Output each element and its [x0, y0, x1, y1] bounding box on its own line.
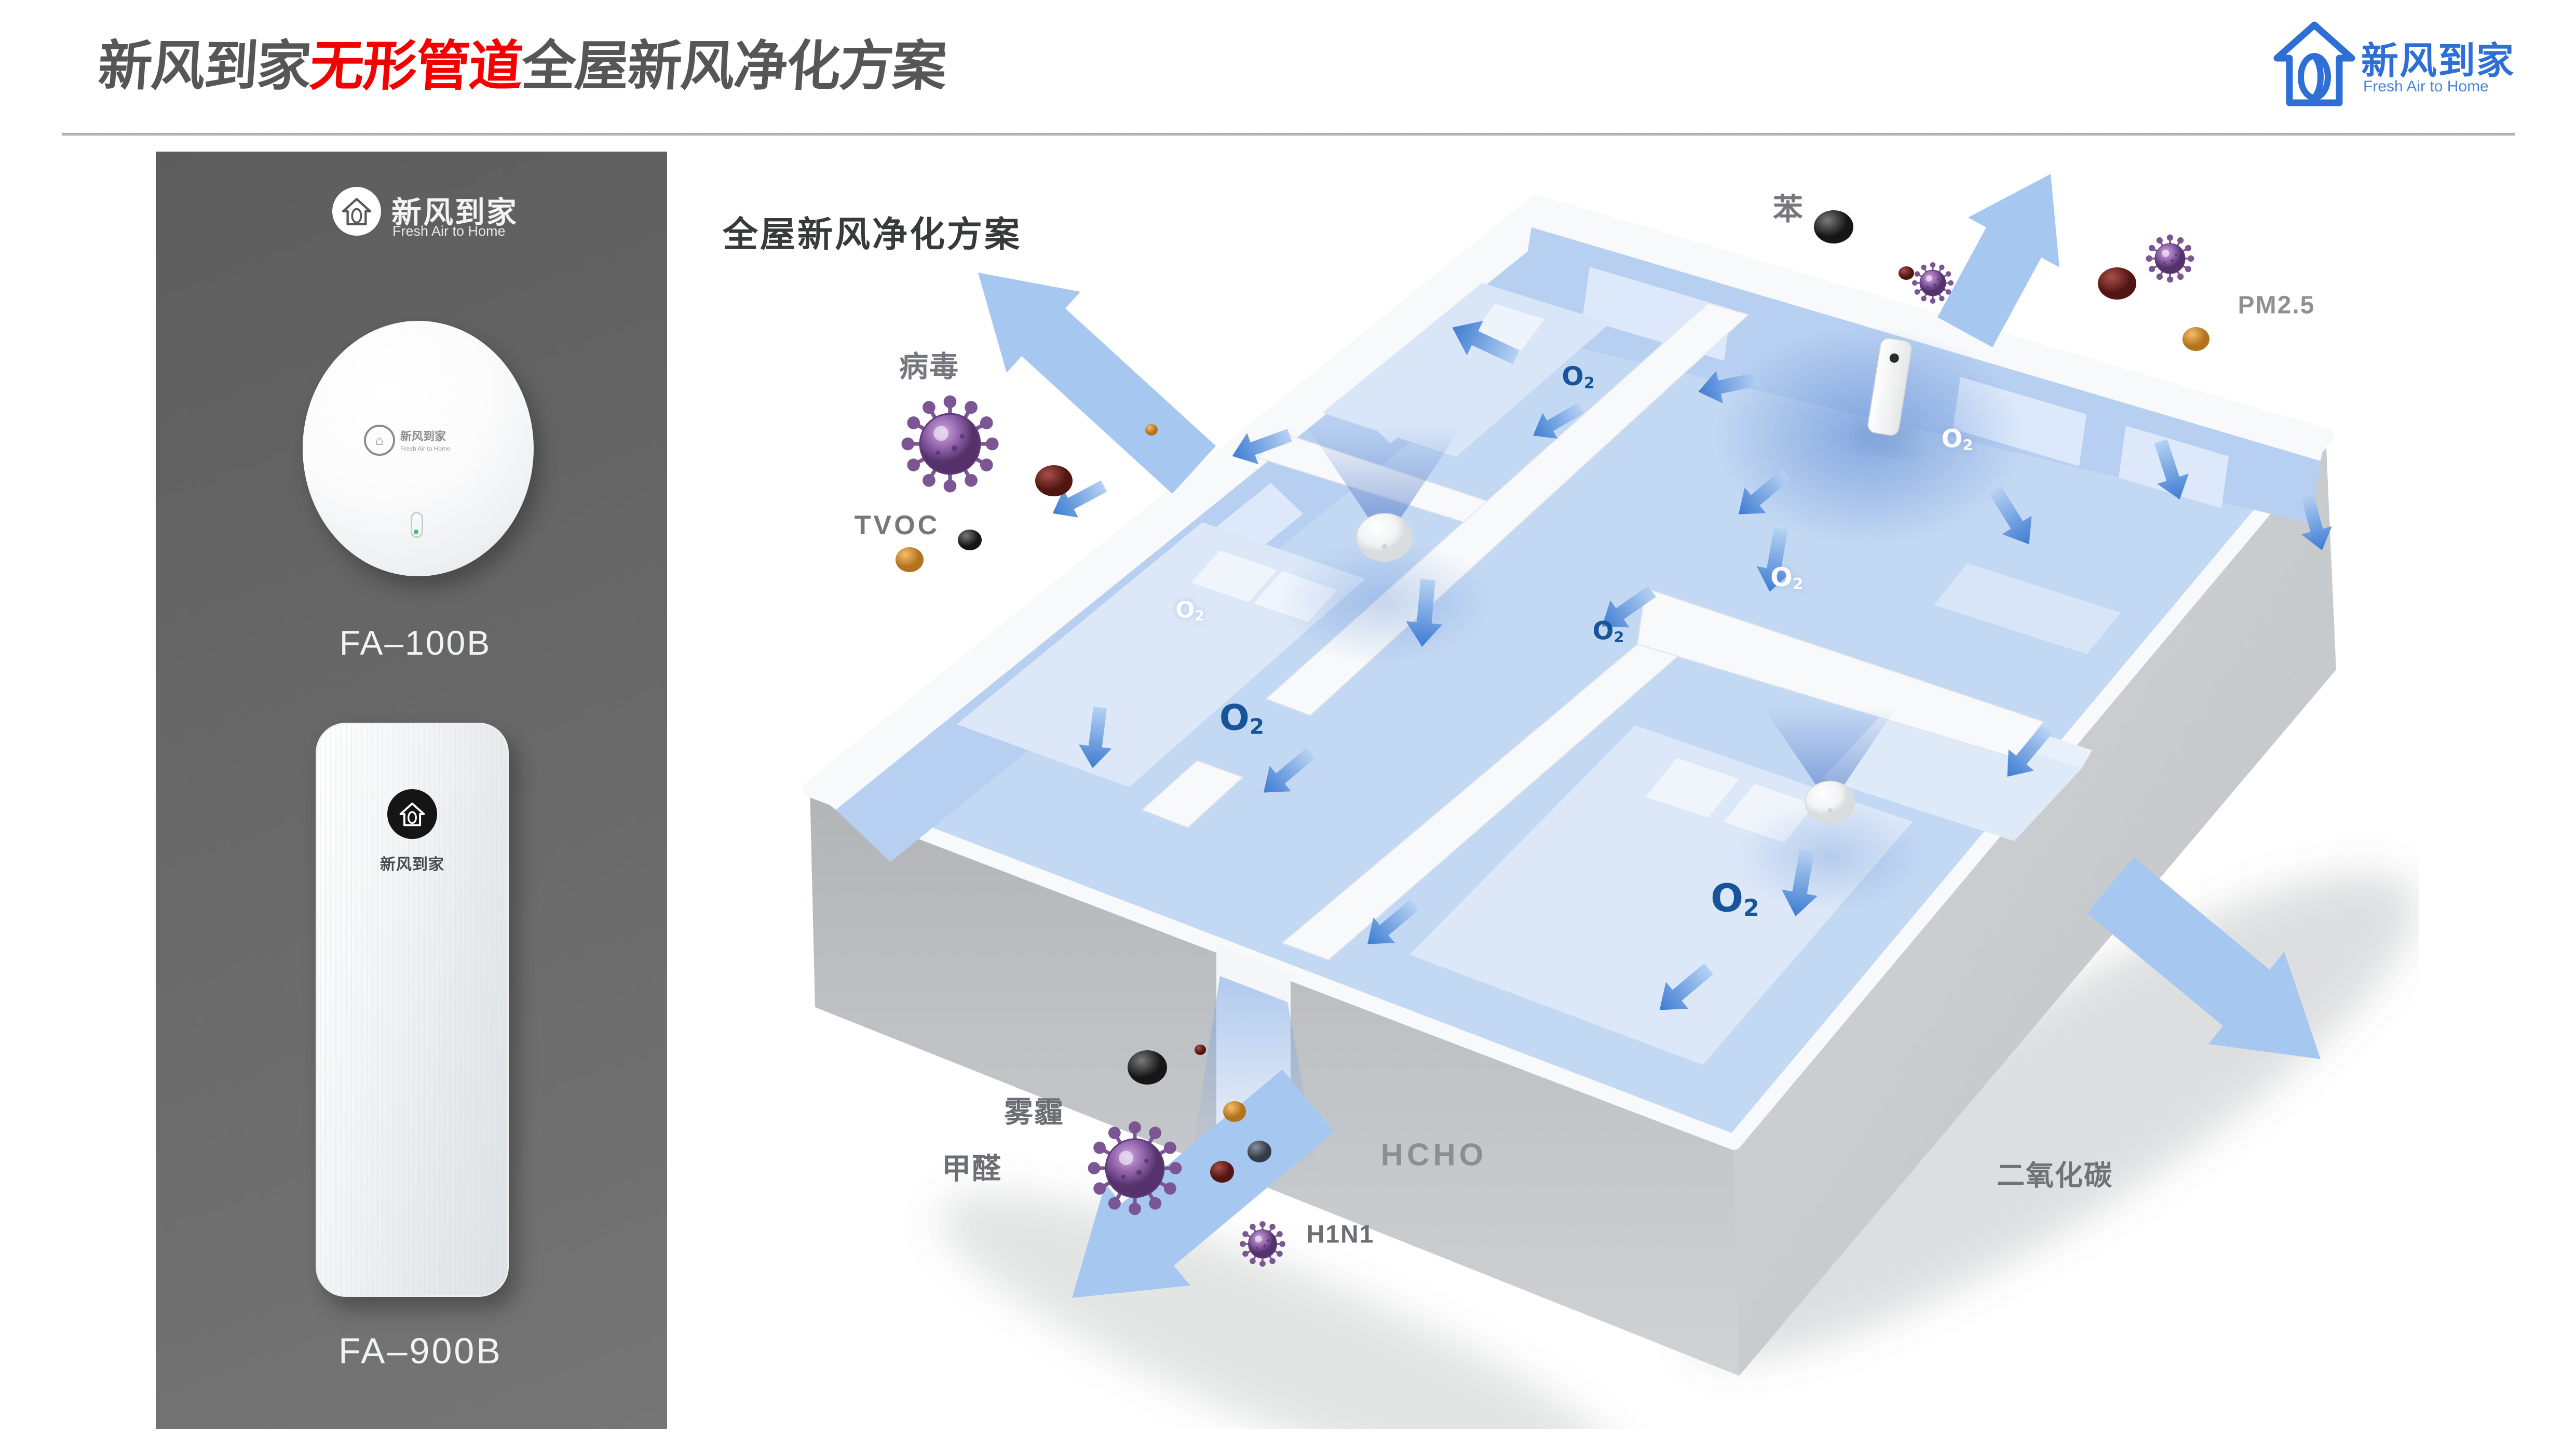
- o2-label: O2: [1711, 876, 1759, 922]
- pollutant-sphere: [958, 530, 982, 550]
- product-fa100b-image: ⌂ 新风到家 Fresh Air to Home: [303, 321, 534, 576]
- exhaust-arrow-upleft: [978, 273, 1216, 494]
- product-fa100b-model: FA–100B: [339, 624, 492, 662]
- panel-brand-en: Fresh Air to Home: [392, 223, 506, 239]
- o2-label: O2: [1562, 361, 1595, 392]
- house-cutaway-scene: [802, 174, 2416, 1429]
- pollutant-sphere: [1195, 1045, 1206, 1055]
- pollutant-sphere: [1210, 1161, 1234, 1183]
- label-formaldehyde: 甲醛: [942, 1152, 1002, 1185]
- label-pm25: PM2.5: [2238, 291, 2315, 319]
- disc-brand-en: Fresh Air to Home: [400, 445, 451, 452]
- big-airflow-arrows: [978, 174, 2321, 1298]
- exhaust-arrow-downright: [2087, 857, 2321, 1059]
- title-highlight: 无形管道: [308, 36, 524, 97]
- tower-logo-icon: [387, 789, 437, 839]
- o2-label: O2: [1175, 597, 1204, 624]
- label-co2: 二氧化碳: [1997, 1160, 2113, 1191]
- wall-unit-fa900b: [1867, 337, 1912, 449]
- label-hcho: HCHO: [1380, 1137, 1487, 1172]
- ceiling-unit2-cone: [1762, 706, 1897, 800]
- fresh-air-home-logo-icon: [2273, 21, 2355, 106]
- house-icon: ⌂: [364, 425, 395, 456]
- o2-label: O2: [1770, 562, 1804, 593]
- pollutant-sphere: [2098, 267, 2136, 300]
- pollutant-sphere: [1035, 465, 1073, 496]
- diagram-title: 全屋新风净化方案: [723, 215, 1022, 254]
- o2-label: O2: [1219, 697, 1265, 739]
- o2-label: O2: [1592, 616, 1624, 646]
- pollutant-sphere: [2182, 327, 2209, 351]
- panel-brand-cn: 新风到家: [391, 196, 519, 229]
- exhaust-arrow-upright: [1937, 174, 2059, 347]
- label-virus: 病毒: [899, 350, 959, 383]
- label-smog: 雾霾: [1004, 1095, 1064, 1129]
- disc-indicator-light: [411, 512, 423, 538]
- exhaust-arrow-downleft: [1072, 1069, 1334, 1298]
- title-suffix: 全屋新风净化方案: [520, 36, 948, 97]
- label-benzene: 苯: [1772, 193, 1805, 226]
- brand-name-en: Fresh Air to Home: [2363, 78, 2489, 95]
- ceiling-unit1-cone: [1307, 426, 1462, 534]
- disc-face-logo: ⌂ 新风到家 Fresh Air to Home: [364, 425, 478, 456]
- page-title: 新风到家无形管道全屋新风净化方案: [96, 22, 949, 100]
- product-fa900b-model: FA–900B: [338, 1331, 503, 1371]
- pollutant-sphere: [1814, 210, 1853, 243]
- virus-icon: [2146, 234, 2194, 283]
- product-fa900b-image: 新风到家: [316, 723, 509, 1297]
- pollutant-sphere: [1145, 424, 1158, 436]
- label-h1n1: H1N1: [1306, 1221, 1375, 1249]
- pollutant-sphere: [1899, 266, 1914, 280]
- virus-icon: [903, 397, 997, 491]
- ceiling-unit-fa100b-1: [1356, 513, 1413, 562]
- pollutant-sphere: [1248, 1141, 1271, 1162]
- header-divider: [62, 133, 2515, 136]
- virus-icon: [1912, 262, 1954, 304]
- title-prefix: 新风到家: [96, 36, 313, 97]
- label-tvoc: TVOC: [854, 510, 940, 540]
- brand-name-cn: 新风到家: [2361, 40, 2515, 82]
- panel-logo-icon: [332, 187, 381, 236]
- pollutant-sphere: [1128, 1050, 1167, 1085]
- pollutant-sphere: [896, 547, 924, 572]
- ceiling-unit-fa100b-2: [1805, 780, 1855, 824]
- slab-southeast-face: [1734, 436, 2336, 1376]
- disc-brand-cn: 新风到家: [400, 430, 446, 443]
- pollutant-spheres: [896, 210, 2209, 1183]
- pollutant-sphere: [1223, 1101, 1246, 1122]
- ceiling-unit1-glow: [1276, 540, 1494, 665]
- wall-unit-glow: [1713, 327, 2025, 545]
- ceiling-unit2-glow: [1734, 802, 1926, 911]
- o2-label: O2: [1941, 424, 1973, 454]
- tower-brand-cn: 新风到家: [380, 856, 444, 873]
